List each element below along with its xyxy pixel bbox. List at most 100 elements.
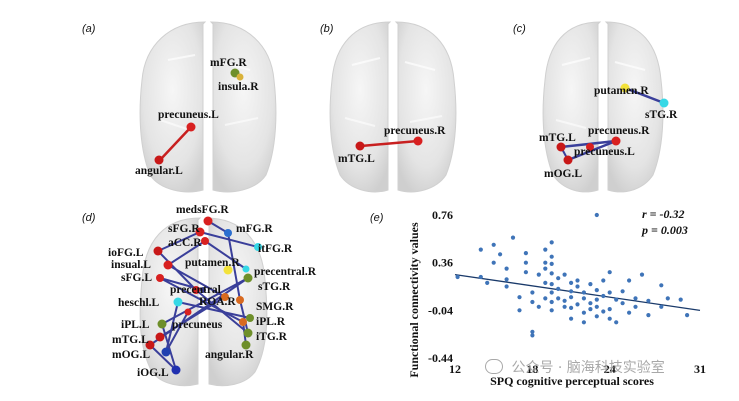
data-point	[498, 252, 503, 257]
x-tick-label: 12	[449, 362, 461, 376]
data-point	[601, 293, 606, 299]
region-label: mOG.L	[112, 349, 150, 361]
data-point	[543, 280, 548, 285]
node	[155, 332, 165, 342]
node	[203, 216, 213, 226]
data-point	[614, 320, 619, 325]
watermark: 公众号 · 脑海科技实验室	[485, 357, 665, 377]
data-point	[536, 272, 541, 277]
region-label: heschl.L	[118, 297, 160, 309]
panel-label-e: (e)	[370, 212, 384, 224]
node	[192, 286, 200, 294]
region-label: ROA.R	[199, 296, 236, 308]
node	[246, 314, 254, 322]
region-label: angular.R	[205, 349, 254, 361]
y-tick-label: -0.44	[428, 351, 453, 365]
nodes-b	[355, 136, 423, 151]
panel-label-c: (c)	[513, 23, 526, 35]
node-angular-l	[154, 155, 164, 165]
labels-d: medsFG.R sFG.R mFG.R ioFG.L aCC.R itFG.R…	[108, 204, 317, 379]
node-precuneus-r	[413, 136, 423, 146]
region-label: precuneus.L	[158, 109, 219, 121]
region-label: putamen.R	[594, 85, 649, 97]
data-point	[627, 278, 632, 283]
node	[236, 296, 244, 304]
region-label: sFG.R	[168, 223, 200, 235]
data-point	[530, 329, 535, 334]
region-label: mFG.R	[236, 223, 273, 235]
region-label: precuneus.R	[384, 125, 446, 137]
data-point	[665, 296, 670, 301]
data-point	[569, 305, 574, 310]
node	[242, 265, 250, 273]
node	[153, 246, 163, 256]
region-label: ioFG.L	[108, 247, 144, 259]
nodes-a	[154, 68, 244, 165]
data-point	[575, 284, 580, 289]
data-point	[633, 296, 638, 301]
labels-a: mFG.R insula.R precuneus.L angular.L	[135, 57, 259, 177]
node	[241, 340, 251, 350]
data-point	[575, 278, 580, 283]
node	[200, 287, 206, 293]
data-point	[504, 266, 509, 271]
data-point	[569, 289, 574, 294]
data-point	[478, 247, 483, 252]
data-point	[491, 242, 496, 247]
region-label: aCC.R	[168, 237, 202, 249]
region-label: precentral.R	[254, 266, 317, 278]
node	[184, 308, 192, 316]
data-point	[620, 289, 625, 294]
y-tick-labels: 0.760.36-0.04-0.44	[428, 208, 453, 365]
data-point	[601, 309, 606, 314]
node	[163, 260, 173, 270]
node-precuneus-r	[611, 136, 621, 146]
data-point	[455, 274, 460, 280]
data-point	[581, 310, 587, 315]
data-point	[614, 297, 619, 302]
brain-b	[329, 21, 457, 193]
region-label: precuneus	[172, 319, 223, 331]
data-point	[646, 298, 651, 303]
panel-label-d: (d)	[82, 212, 96, 224]
node-precuneus-l	[186, 122, 196, 132]
data-point	[530, 299, 535, 305]
node	[195, 227, 205, 237]
node	[243, 328, 253, 338]
data-point	[588, 301, 593, 306]
data-point	[543, 266, 548, 271]
data-point	[504, 277, 509, 282]
data-point	[581, 320, 587, 325]
node	[224, 229, 232, 237]
data-point	[556, 276, 561, 281]
data-point	[601, 278, 606, 283]
data-point	[517, 308, 522, 313]
data-point	[594, 297, 599, 302]
node	[254, 243, 262, 251]
node-putamen-r	[620, 83, 630, 93]
data-point	[549, 299, 554, 305]
data-point	[530, 333, 535, 338]
node	[223, 265, 233, 275]
data-point	[478, 274, 483, 280]
labels-c: putamen.R sTG.R mTG.L precuneus.R precun…	[539, 85, 678, 180]
data-point	[562, 272, 567, 277]
data-point	[549, 254, 554, 259]
region-label: angular.L	[135, 165, 183, 177]
data-point	[607, 316, 612, 321]
region-label: precuneus.L	[574, 146, 635, 158]
data-point	[659, 283, 664, 288]
data-point	[569, 295, 574, 300]
region-label: iOG.L	[137, 367, 169, 379]
labels-b: precuneus.R mTG.L	[338, 125, 446, 165]
y-tick-label: 0.76	[432, 208, 453, 222]
node-mog-l	[563, 155, 573, 165]
data-point	[685, 313, 690, 318]
region-label: SMG.R	[256, 301, 294, 313]
region-label: iPL.R	[256, 316, 286, 328]
node	[161, 347, 171, 357]
region-label: medsFG.R	[176, 204, 229, 216]
data-point	[530, 290, 535, 295]
